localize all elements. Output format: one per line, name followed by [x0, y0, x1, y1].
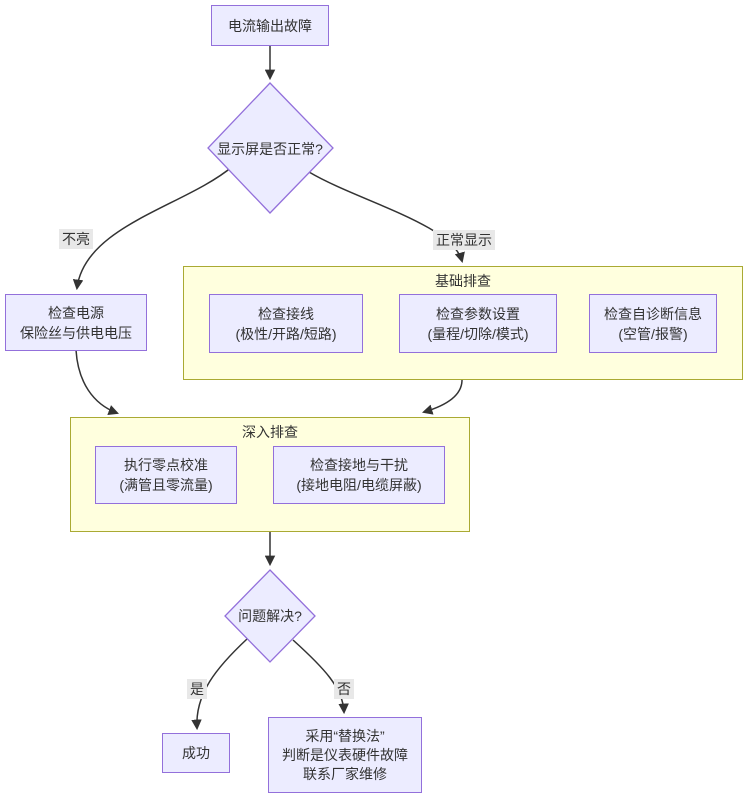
- decision-display-check-label: 显示屏是否正常?: [217, 141, 323, 157]
- node-zero-calibration: 执行零点校准 (满管且零流量): [95, 446, 237, 504]
- node-check-params-line2: (量程/切除/模式): [427, 325, 529, 342]
- node-check-power-line1: 检查电源: [48, 304, 104, 321]
- decision-problem-solved-shape: [224, 569, 316, 663]
- cluster-deep-title: 深入排查: [242, 424, 298, 440]
- node-replacement-line1: 采用“替换法”: [305, 727, 385, 744]
- node-check-params: 检查参数设置 (量程/切除/模式): [399, 294, 557, 353]
- cluster-basic-title: 基础排查: [435, 273, 491, 289]
- edge-display-check-to-check-power: [72, 165, 234, 291]
- edge-basic-cluster-to-deep-cluster: [421, 379, 463, 415]
- node-success: 成功: [162, 733, 230, 773]
- node-check-wiring-line1: 检查接线: [258, 305, 314, 322]
- node-check-selfdiag-line2: (空管/报警): [618, 325, 688, 342]
- node-zero-calibration-line1: 执行零点校准: [124, 457, 208, 473]
- node-start: 电流输出故障: [211, 5, 329, 46]
- node-check-grounding-line2: (接地电阻/电缆屏蔽): [296, 477, 422, 493]
- node-check-power: 检查电源 保险丝与供电电压: [5, 294, 147, 351]
- node-check-grounding: 检查接地与干扰 (接地电阻/电缆屏蔽): [273, 446, 445, 504]
- node-check-wiring-line2: (极性/开路/短路): [235, 325, 337, 342]
- edge-label-not-lit: 不亮: [59, 229, 93, 249]
- node-check-wiring: 检查接线 (极性/开路/短路): [209, 294, 363, 353]
- node-start-label: 电流输出故障: [228, 17, 312, 34]
- node-check-grounding-line1: 检查接地与干扰: [310, 457, 408, 473]
- node-replacement: 采用“替换法” 判断是仪表硬件故障 联系厂家维修: [268, 717, 422, 793]
- node-check-selfdiag-line1: 检查自诊断信息: [604, 305, 702, 322]
- decision-problem-solved-label: 问题解决?: [238, 608, 302, 624]
- edge-problem-solved-to-success: [191, 638, 248, 731]
- edge-label-normal-display: 正常显示: [433, 230, 495, 250]
- node-replacement-line3: 联系厂家维修: [303, 765, 387, 782]
- node-success-label: 成功: [182, 745, 210, 761]
- node-check-selfdiag: 检查自诊断信息 (空管/报警): [589, 294, 717, 353]
- decision-display-check-shape: [207, 82, 334, 214]
- node-replacement-line2: 判断是仪表硬件故障: [282, 746, 408, 763]
- node-zero-calibration-line2: (满管且零流量): [119, 477, 213, 493]
- edge-problem-solved-to-replacement: [292, 639, 349, 715]
- edge-label-no: 否: [334, 679, 354, 699]
- node-check-power-line2: 保险丝与供电电压: [20, 324, 132, 341]
- edge-check-power-to-deep-cluster: [75, 349, 119, 415]
- edge-label-yes: 是: [187, 679, 207, 699]
- node-check-params-line1: 检查参数设置: [436, 305, 520, 322]
